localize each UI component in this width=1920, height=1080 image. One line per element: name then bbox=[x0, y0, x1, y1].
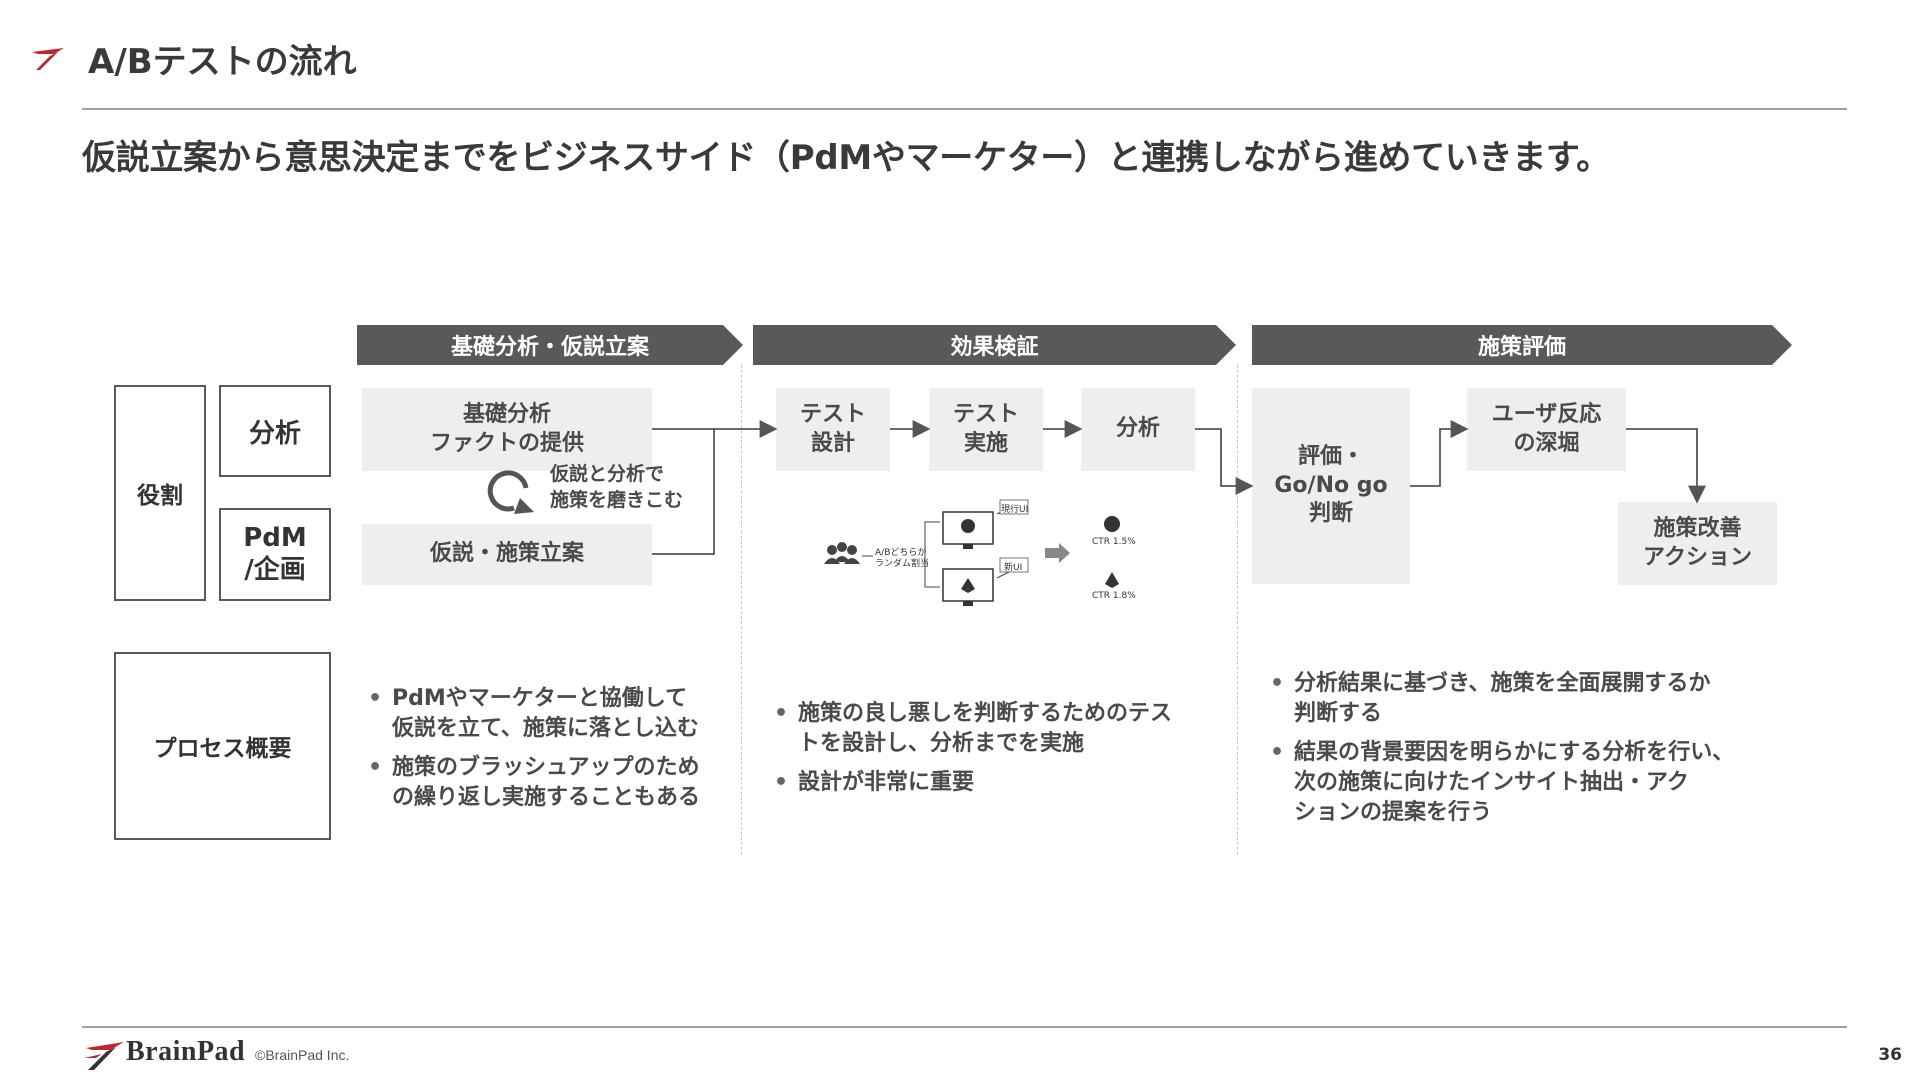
evaluation-decision-box: 評価・ Go/No go 判断 bbox=[1252, 388, 1410, 584]
phase3-bullets: 分析結果に基づき、施策を全面展開するか 判断する 結果の背景要因を明らかにする分… bbox=[1266, 669, 1806, 837]
process-summary-frame: プロセス概要 bbox=[114, 652, 331, 840]
improvement-action-box: 施策改善 アクション bbox=[1618, 502, 1777, 585]
page-number: 36 bbox=[1878, 1045, 1902, 1065]
brainpad-logo-mark-icon bbox=[84, 1042, 124, 1070]
refresh-cycle-icon bbox=[487, 470, 534, 514]
page-title: A/Bテストの流れ bbox=[88, 42, 357, 82]
analysis-box: 分析 bbox=[1081, 388, 1195, 471]
phase-separator bbox=[741, 365, 742, 855]
page-subtitle: 仮説立案から意思決定までをビジネスサイド（PdMやマーケター）と連携しながら進め… bbox=[82, 138, 1610, 178]
role-analysis-frame: 分析 bbox=[219, 385, 331, 477]
cycle-note: 仮説と分析で 施策を磨きこむ bbox=[550, 463, 684, 511]
phase1-bullets: PdMやマーケターと協働して 仮説を立て、施策に落とし込む 施策のブラッシュアッ… bbox=[364, 684, 739, 823]
ab-test-illustration bbox=[824, 499, 1120, 606]
list-item: 施策のブラッシュアップのため の繰り返し実施することもある bbox=[364, 753, 739, 812]
list-item: PdMやマーケターと協働して 仮説を立て、施策に落とし込む bbox=[364, 684, 739, 743]
brand-mark-icon bbox=[32, 48, 64, 70]
header-divider bbox=[82, 108, 1847, 110]
current-ui-label: 現行UI bbox=[1001, 505, 1029, 515]
list-item: 施策の良し悪しを判断するためのテス トを設計し、分析までを実施 bbox=[770, 699, 1230, 758]
footer-divider bbox=[82, 1026, 1847, 1028]
basic-analysis-box: 基礎分析 ファクトの提供 bbox=[362, 388, 652, 471]
phase-separator bbox=[1237, 365, 1238, 855]
phase-bar-evaluation: 施策評価 bbox=[1252, 325, 1792, 365]
hypothesis-planning-box: 仮説・施策立案 bbox=[362, 524, 652, 585]
list-item: 結果の背景要因を明らかにする分析を行い、 次の施策に向けたインサイト抽出・アク … bbox=[1266, 738, 1806, 827]
list-item: 設計が非常に重要 bbox=[770, 768, 1230, 798]
copyright: ©BrainPad Inc. bbox=[255, 1047, 350, 1063]
new-ui-label: 新UI bbox=[1004, 563, 1023, 573]
phase-label: 効果検証 bbox=[950, 335, 1039, 360]
user-reaction-box: ユーザ反応 の深堀 bbox=[1467, 388, 1626, 471]
brainpad-logo: BrainPad bbox=[126, 1036, 246, 1067]
phase2-bullets: 施策の良し悪しを判断するためのテス トを設計し、分析までを実施 設計が非常に重要 bbox=[770, 699, 1230, 808]
split-label: A/Bどちらか ランダム割当 bbox=[875, 548, 930, 569]
ctr-current: CTR 1.5% bbox=[1092, 537, 1136, 547]
list-item: 分析結果に基づき、施策を全面展開するか 判断する bbox=[1266, 669, 1806, 728]
test-run-box: テスト 実施 bbox=[929, 388, 1043, 471]
phase-label: 基礎分析・仮説立案 bbox=[450, 335, 649, 360]
phase-label: 施策評価 bbox=[1477, 335, 1566, 360]
phase-bar-verification: 効果検証 bbox=[753, 325, 1236, 365]
ctr-new: CTR 1.8% bbox=[1092, 591, 1136, 601]
role-label-frame: 役割 bbox=[114, 385, 206, 601]
phase-bar-hypothesis: 基礎分析・仮説立案 bbox=[357, 325, 743, 365]
role-pdm-frame: PdM /企画 bbox=[219, 508, 331, 601]
test-design-box: テスト 設計 bbox=[776, 388, 890, 471]
